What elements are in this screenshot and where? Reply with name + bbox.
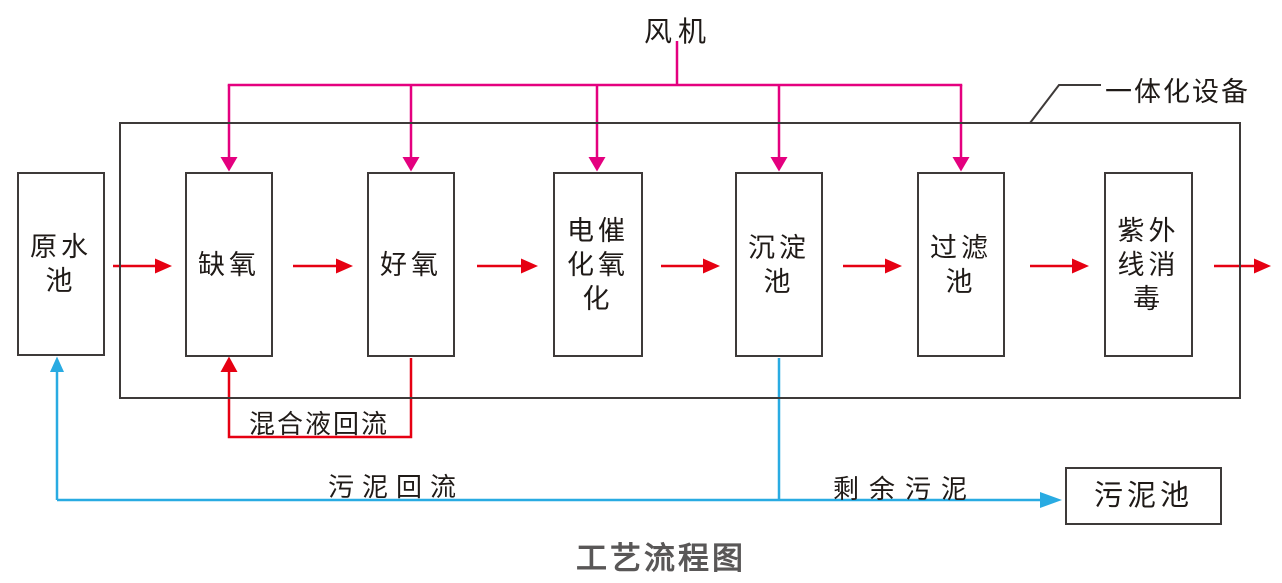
integrated-equipment-label: 一体化设备: [1105, 77, 1250, 107]
process-box-filter-tank: 过滤池: [917, 172, 1005, 357]
blower-label: 风机: [644, 16, 713, 47]
raw-water-tank-box: 原水池: [17, 172, 105, 356]
excess-sludge-label: 剩余污泥: [833, 474, 978, 504]
integrated-equipment-callout-line: [1029, 84, 1101, 124]
process-box-uv-disinfection: 紫外线消毒: [1104, 172, 1193, 357]
sludge-lines: [50, 356, 1062, 508]
sludge-return-label: 污泥回流: [328, 472, 465, 502]
process-box-aerobic: 好氧: [367, 172, 455, 357]
process-box-sedimentation-tank: 沉淀池: [735, 172, 823, 357]
mixed-liquor-return-label: 混合液回流: [249, 409, 390, 439]
process-box-electrocatalytic-oxidation: 电催化氧化: [553, 172, 643, 357]
blower-air-lines: [220, 41, 970, 172]
process-box-anoxic: 缺氧: [185, 172, 273, 357]
integrated-equipment-boundary: [119, 122, 1241, 399]
diagram-title: 工艺流程图: [576, 541, 746, 576]
process-flow-arrows: [113, 258, 1271, 274]
sludge-tank-box: 污泥池: [1065, 467, 1222, 525]
